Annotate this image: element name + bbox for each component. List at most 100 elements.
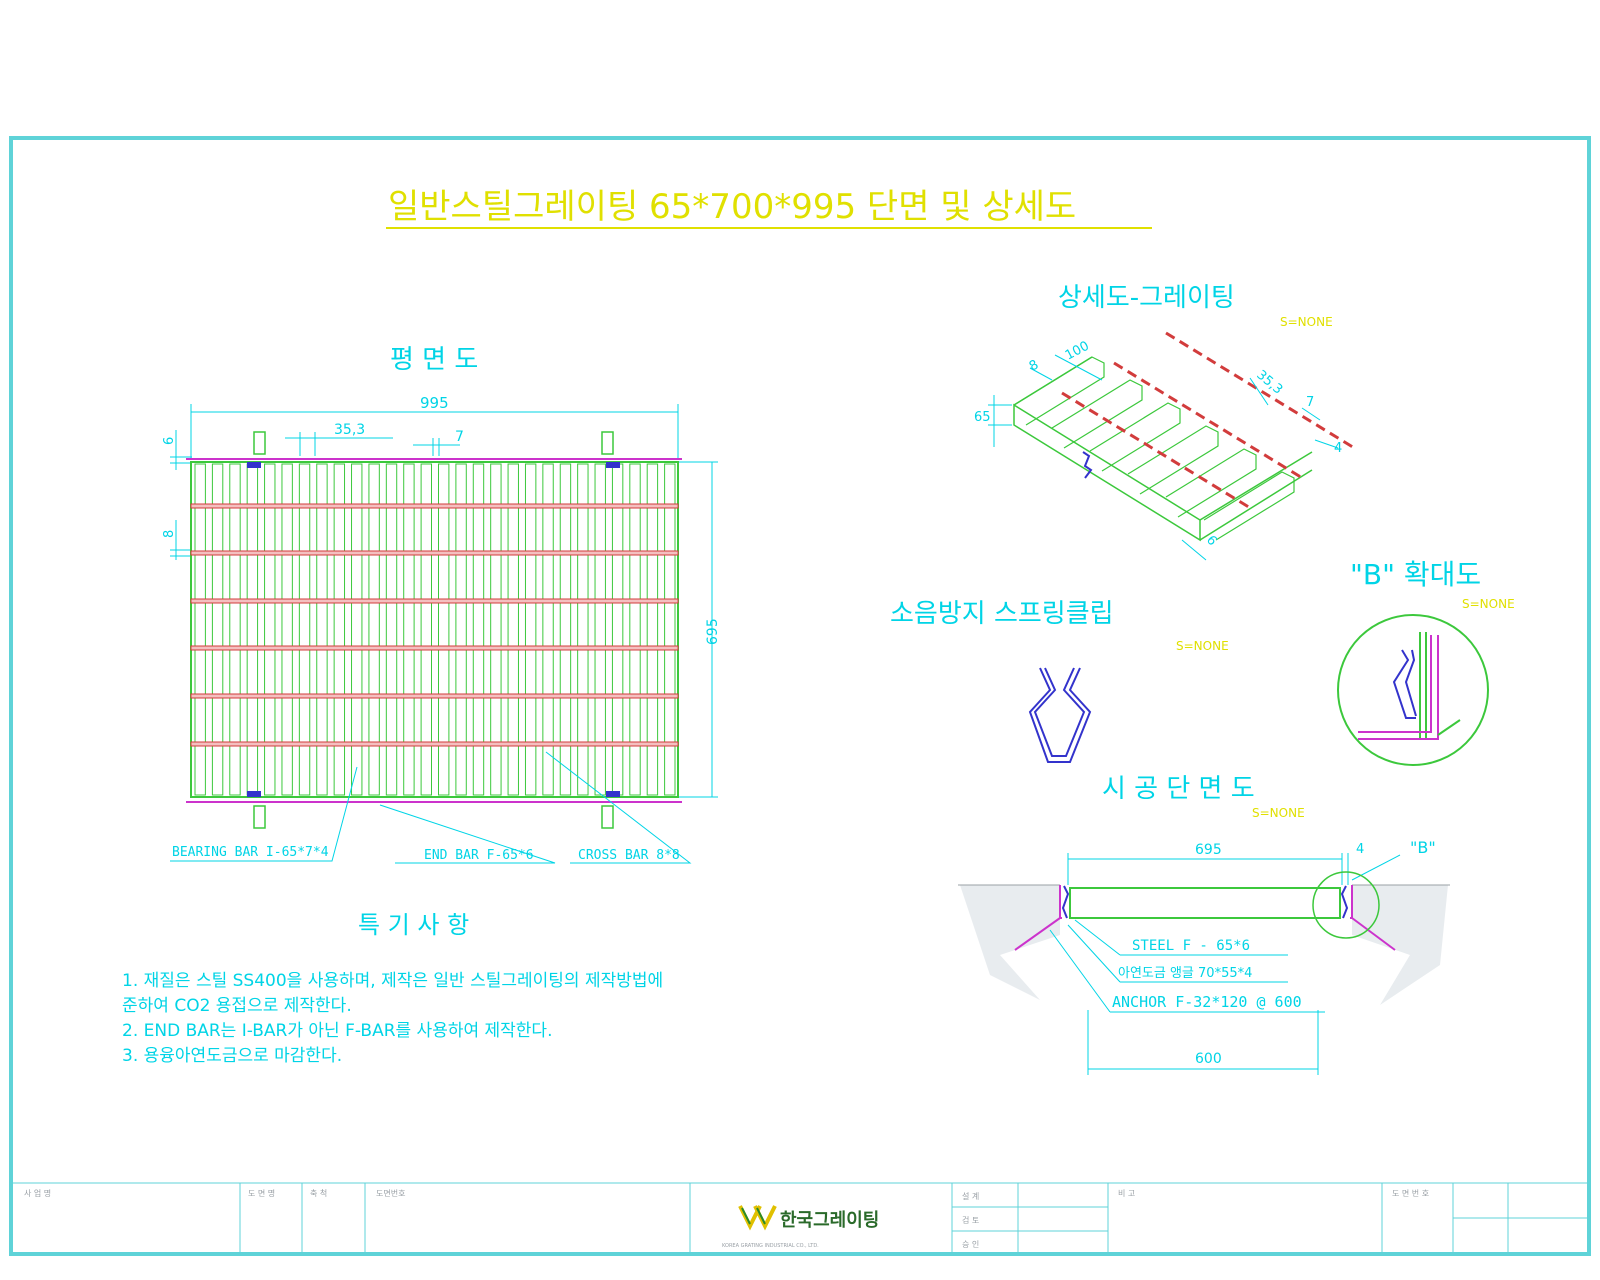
plan-dim-width-text: 995 [420, 394, 449, 412]
plan-bearing-bar [507, 463, 519, 796]
detail-heading: 상세도-그레이팅 [1058, 283, 1235, 313]
plan-bearing-bar [542, 463, 554, 796]
section-dim-top [1067, 853, 1401, 885]
tb-remark-label: 비 고 [1118, 1189, 1135, 1198]
plan-bearing-bar [194, 463, 206, 796]
detail-scale: S=NONE [1280, 315, 1333, 329]
section-dim-4: 4 [1356, 842, 1364, 857]
plan-bearing-bar [211, 463, 224, 796]
plan-spring-clips [247, 462, 620, 797]
plan-bearing-bar [524, 463, 537, 796]
tb-check-label: 검 토 [962, 1215, 979, 1225]
plan-dim-left [170, 430, 192, 560]
plan-grating-outline [190, 461, 679, 798]
plan-dim-pitch [285, 432, 460, 456]
detail-bearing-bar [1127, 425, 1219, 495]
section-label-angle: 아연도금 앵글 70*55*4 [1118, 966, 1252, 981]
detail-cross-bar [1165, 331, 1357, 451]
section-label-steel: STEEL F - 65*6 [1132, 938, 1250, 954]
section-label-b: "B" [1410, 838, 1436, 857]
detail-bearing-bar [1013, 356, 1105, 426]
tb-approve-label: 승 인 [962, 1239, 979, 1249]
clip-heading: 소음방지 스프링클립 [890, 599, 1114, 629]
notes-line-1: 1. 재질은 스틸 SS400을 사용하며, 제작은 일반 스틸그레이팅의 제작… [122, 971, 663, 991]
sheet-frame [9, 136, 1591, 1256]
company-name: 한국그레이팅 [780, 1210, 879, 1231]
plan-dim-height [676, 461, 718, 798]
section-dim-600: 600 [1195, 1051, 1222, 1067]
plan-dim-cross-text: 8 [162, 530, 177, 538]
detail-dim-353: 35,3 [1253, 368, 1285, 398]
notes-heading: 특 기 사 항 [358, 911, 469, 939]
detail-dim-8: 8 [1027, 357, 1041, 374]
plan-dim-top-gap-text: 6 [162, 437, 177, 445]
section-b-marker [1312, 871, 1380, 939]
plan-bearing-bar [455, 463, 467, 796]
plan-label-cross: CROSS BAR 8*8 [578, 848, 680, 863]
company-logo: 한국그레이팅 KOREA GRATING INDUSTRIAL CO., LTD… [722, 1205, 879, 1249]
detail-bearing-bar [1203, 471, 1295, 541]
tb-design-label: 설 계 [962, 1191, 979, 1201]
tb-dwgno-label: 도면번호 [376, 1188, 405, 1198]
plan-label-bearing: BEARING BAR I-65*7*4 [172, 845, 329, 860]
tb-no-label: 도 면 번 호 [1392, 1188, 1429, 1198]
detail-dims [988, 354, 1339, 561]
plan-anchor-tabs [253, 431, 614, 829]
plan-bearing-bar [629, 463, 641, 796]
detail-dim-65: 65 [974, 410, 991, 425]
plan-bearing-bar [490, 463, 502, 796]
plan-bearing-bar [472, 463, 485, 796]
plan-bearing-bar [368, 463, 380, 796]
plan-dim-width [190, 404, 679, 460]
plan-cross-bar [190, 550, 679, 556]
notes-line-3: 2. END BAR는 I-BAR가 아닌 F-BAR를 사용하여 제작한다. [122, 1021, 552, 1041]
plan-bearing-bar [594, 463, 606, 796]
detail-bearing-bars [1013, 356, 1295, 541]
plan-dim-bar-thk-text: 7 [455, 429, 464, 445]
title-block [11, 1182, 1589, 1254]
section-concrete [958, 884, 1450, 1005]
detail-cross-bar [1113, 361, 1305, 481]
company-sub: KOREA GRATING INDUSTRIAL CO., LTD. [722, 1243, 819, 1249]
tb-scale-label: 축 척 [310, 1189, 327, 1198]
detail-bearing-bar [1051, 379, 1143, 449]
detail-cross-bars [1061, 331, 1357, 511]
tb-drawing-label: 도 면 명 [248, 1188, 275, 1198]
plan-dim-pitch-text: 35,3 [334, 422, 365, 438]
plan-bearing-bar [403, 463, 415, 796]
plan-bearing-bar [438, 463, 450, 796]
plan-heading: 평 면 도 [390, 345, 478, 375]
clip-scale: S=NONE [1176, 639, 1229, 653]
detail-dim-4: 4 [1334, 441, 1342, 456]
drawing-title: 일반스틸그레이팅 65*700*995 단면 및 상세도 [388, 187, 1076, 227]
tb-project-label: 사 업 명 [24, 1188, 51, 1198]
plan-cross-bars [190, 503, 679, 747]
detail-clip-mark [1082, 451, 1093, 479]
detail-bearing-bar [1089, 402, 1181, 472]
plan-bearing-bar [264, 463, 276, 796]
enlarge-details [1358, 632, 1461, 740]
plan-bearing-bar [577, 463, 589, 796]
plan-cross-bar [190, 741, 679, 747]
enlarge-scale: S=NONE [1462, 597, 1515, 611]
plan-bearing-bar [420, 463, 433, 796]
detail-dim-6: 6 [1203, 533, 1220, 549]
plan-bearing-bar [316, 463, 328, 796]
plan-cross-bar [190, 598, 679, 604]
section-dim-bottom [1087, 1010, 1319, 1075]
section-dim-695: 695 [1195, 842, 1222, 858]
plan-bearing-bar [333, 463, 346, 796]
plan-bearing-bar [281, 463, 293, 796]
plan-bearing-bar [664, 463, 676, 796]
plan-label-end: END BAR F-65*6 [424, 848, 534, 863]
section-leaders [1049, 919, 1325, 1013]
enlarge-circle [1337, 614, 1489, 766]
notes-line-2: 준하여 CO2 용접으로 제작한다. [122, 996, 352, 1016]
enlarge-heading: "B" 확대도 [1350, 558, 1481, 591]
detail-dim-7: 7 [1306, 395, 1314, 410]
plan-dim-height-text: 695 [705, 618, 721, 645]
detail-bearing-bar [1165, 448, 1257, 518]
section-scale: S=NONE [1252, 806, 1305, 820]
detail-cross-bar [1061, 391, 1253, 511]
